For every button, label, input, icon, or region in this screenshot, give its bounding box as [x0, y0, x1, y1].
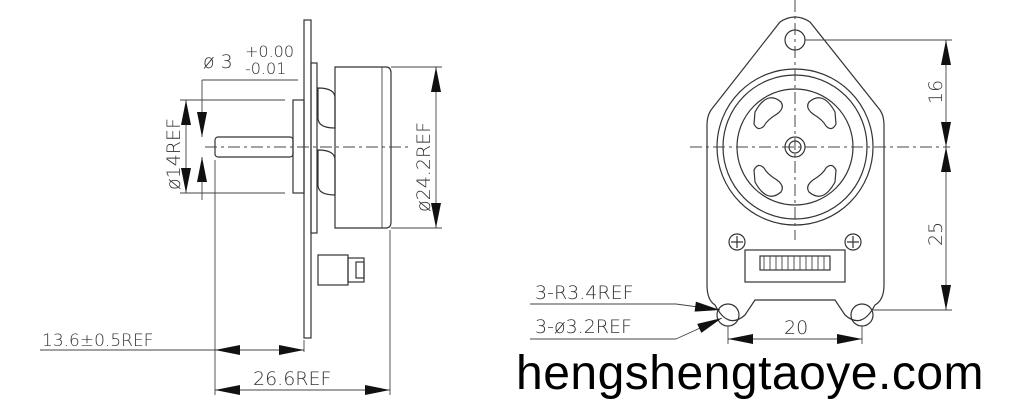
motor-body — [334, 66, 392, 229]
vent-slots — [753, 97, 837, 197]
overall-length-label: 26.6REF — [253, 368, 331, 390]
shaft-diameter-label: ø 3 — [203, 51, 233, 73]
hole-spacing-label: 20 — [784, 317, 808, 339]
body-diameter-label: ø24.2REF — [413, 122, 435, 212]
left-mounting-hole — [716, 303, 740, 327]
front-view: 16 25 3-R3.4REF 3-ø3.2REF 20 — [530, 0, 952, 344]
side-view: ø 3 +0.00 -0.01 ø14REF ø24.2REF 13.6±0.5… — [40, 19, 442, 395]
watermark: hengshengtaoye.com — [516, 347, 984, 400]
hole-spec-label: 3-ø3.2REF — [535, 316, 632, 338]
flange-diameter-label: ø14REF — [163, 118, 185, 190]
bottom-hole-offset-label: 25 — [925, 222, 947, 246]
fpc-connector — [744, 249, 846, 283]
shaft-tolerance-lower: -0.01 — [245, 59, 286, 78]
radius-spec-label: 3-R3.4REF — [535, 282, 634, 304]
left-screw-icon — [728, 233, 746, 251]
right-mounting-hole — [850, 303, 874, 327]
shaft-tolerance-upper: +0.00 — [245, 42, 294, 61]
top-hole-offset-label: 16 — [925, 80, 947, 104]
right-screw-icon — [844, 233, 862, 251]
bearing-collar — [310, 62, 318, 234]
coil — [317, 87, 336, 196]
connector — [317, 254, 349, 286]
mounting-frame — [706, 16, 885, 322]
shaft-length-label: 13.6±0.5REF — [42, 331, 153, 351]
mounting-plate — [303, 19, 312, 339]
